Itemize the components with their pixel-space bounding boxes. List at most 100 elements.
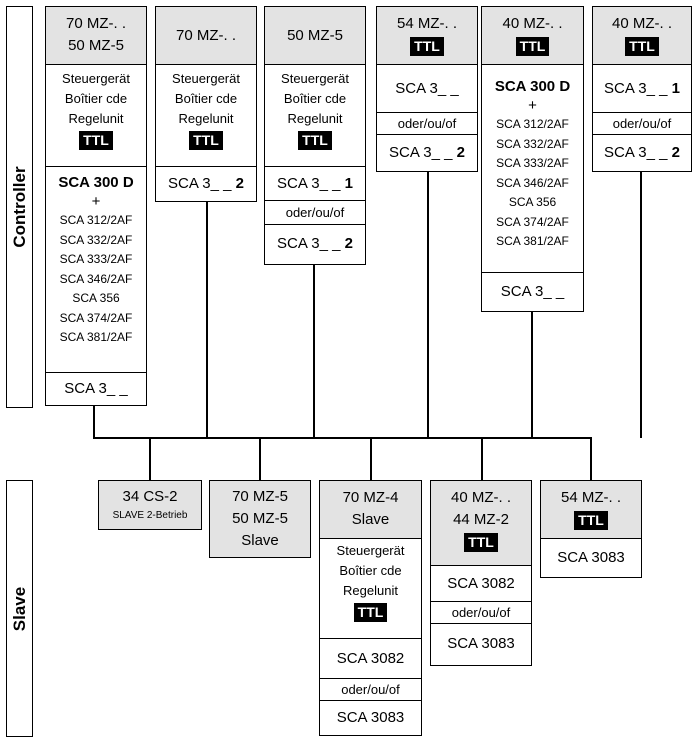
unit-label: Steuergerät: [62, 71, 130, 86]
controller-4-or: oder/ou/of: [377, 113, 477, 135]
controller-4-sca-2: SCA 3_ _ 2: [377, 135, 477, 171]
slave-4-header: 40 MZ-. . 44 MZ-2 TTL: [431, 481, 531, 566]
drop-s5: [590, 438, 592, 481]
controller-1-footer: SCA 3_ _: [46, 373, 146, 405]
adapter-item: SCA 333/2AF: [496, 156, 569, 170]
adapter-item: SCA 356: [508, 195, 557, 209]
drop-c5: [531, 310, 533, 438]
ttl-badge: TTL: [625, 37, 659, 56]
or-label: oder/ou/of: [285, 205, 345, 220]
controller-5-header: 40 MZ-. . TTL: [482, 7, 583, 65]
slave-5-sca-a: SCA 3083: [541, 539, 641, 577]
adapter-item: SCA 312/2AF: [496, 117, 569, 131]
slave-3-header: 70 MZ-4 Slave: [320, 481, 421, 539]
or-label: oder/ou/of: [397, 116, 457, 131]
slave-3-unit: Steuergerät Boîtier cde Regelunit TTL: [320, 539, 421, 639]
ttl-badge: TTL: [464, 533, 498, 552]
plus-sign: +: [91, 193, 101, 210]
slave-3-model: 70 MZ-4: [342, 489, 399, 506]
sca-generic: SCA 3_ _: [395, 80, 459, 97]
adapter-item: SCA 346/2AF: [496, 175, 569, 190]
slave-5-model: 54 MZ-. .: [560, 489, 621, 506]
controller-2-unit: Steuergerät Boîtier cde Regelunit TTL: [156, 65, 256, 167]
plus-sign: +: [528, 97, 537, 114]
sca-300d-label: SCA 300 D: [58, 174, 134, 191]
ttl-badge: TTL: [515, 37, 550, 56]
controller-3-sca-1: SCA 3_ _ 1: [265, 167, 365, 201]
controller-4-header: 54 MZ-. . TTL: [377, 7, 477, 65]
controller-3-or: oder/ou/of: [265, 201, 365, 225]
sca-3083: SCA 3083: [557, 549, 625, 566]
ttl-badge: TTL: [298, 131, 332, 150]
slave-4-or: oder/ou/of: [431, 602, 531, 624]
controller-3-header: 50 MZ-5: [265, 7, 365, 65]
drop-c6: [640, 170, 642, 438]
adapter-item: SCA 381/2AF: [59, 330, 133, 344]
drop-c4: [427, 170, 429, 438]
slave-3-sca-a: SCA 3082: [320, 639, 421, 679]
slave-box-4: 40 MZ-. . 44 MZ-2 TTL SCA 3082 oder/ou/o…: [430, 480, 532, 666]
slave-4-model-a: 40 MZ-. .: [450, 489, 511, 506]
slave-2-model-b: 50 MZ-5: [232, 510, 288, 527]
controller-2-model: 70 MZ-. .: [175, 27, 236, 44]
controller-section-label: Controller: [6, 6, 33, 408]
slave-4-model-b: 44 MZ-2: [453, 511, 509, 528]
or-label: oder/ou/of: [451, 605, 511, 620]
sca-prefix: SCA 3_ _: [604, 80, 672, 97]
unit-label: Boîtier cde: [174, 91, 238, 106]
drop-s3: [370, 438, 372, 481]
sca-suffix: 1: [344, 175, 353, 192]
adapter-item: SCA 374/2AF: [496, 214, 569, 229]
adapter-item: SCA 332/2AF: [59, 232, 133, 247]
adapter-item: SCA 333/2AF: [59, 252, 133, 266]
slave-2-header: 70 MZ-5 50 MZ-5 Slave: [210, 481, 310, 557]
unit-label: Steuergerät: [281, 71, 349, 86]
sca-prefix: SCA 3_ _: [604, 144, 672, 161]
controller-5-adapters: SCA 300 D + SCA 312/2AF SCA 332/2AF SCA …: [482, 65, 583, 273]
slave-1-mode: SLAVE 2-Betrieb: [112, 510, 188, 521]
controller-box-6: 40 MZ-. . TTL SCA 3_ _ 1 oder/ou/of SCA …: [592, 6, 692, 172]
ttl-badge: TTL: [410, 37, 444, 56]
unit-label: Regelunit: [178, 111, 234, 126]
controller-4-model: 54 MZ-. .: [396, 15, 457, 32]
slave-3-or: oder/ou/of: [320, 679, 421, 701]
sca-prefix: SCA 3_ _: [389, 144, 457, 161]
controller-1-model-a: 70 MZ-. .: [65, 15, 126, 32]
slave-box-3: 70 MZ-4 Slave Steuergerät Boîtier cde Re…: [319, 480, 422, 736]
ttl-badge: TTL: [189, 131, 223, 150]
sca-suffix: 2: [456, 144, 465, 161]
controller-6-sca-2: SCA 3_ _ 2: [593, 135, 691, 171]
slave-2-role: Slave: [241, 532, 279, 549]
slave-box-5: 54 MZ-. . TTL SCA 3083: [540, 480, 642, 578]
controller-1-header: 70 MZ-. . 50 MZ-5: [46, 7, 146, 65]
adapter-item: SCA 312/2AF: [59, 213, 133, 227]
adapter-item: SCA 332/2AF: [496, 136, 569, 151]
drop-s1: [149, 438, 151, 481]
ttl-badge: TTL: [79, 131, 113, 150]
controller-6-model: 40 MZ-. .: [611, 15, 672, 32]
slave-4-sca-a: SCA 3082: [431, 566, 531, 602]
or-label: oder/ou/of: [612, 116, 672, 131]
sca-300d-label: SCA 300 D: [494, 78, 571, 95]
controller-1-adapters: SCA 300 D + SCA 312/2AF SCA 332/2AF SCA …: [46, 167, 146, 373]
sca-suffix: 2: [344, 235, 353, 252]
sca-3083: SCA 3083: [447, 635, 515, 652]
unit-label: Boîtier cde: [64, 91, 128, 106]
slave-box-2: 70 MZ-5 50 MZ-5 Slave: [209, 480, 311, 558]
slave-3-sca-b: SCA 3083: [320, 701, 421, 735]
sca-generic: SCA 3_ _: [500, 283, 565, 300]
controller-3-model: 50 MZ-5: [287, 27, 343, 44]
sca-suffix: 1: [671, 80, 680, 97]
slave-section-label: Slave: [6, 480, 33, 737]
sca-3083: SCA 3083: [336, 709, 405, 726]
sca-3082: SCA 3082: [447, 575, 515, 592]
controller-1-model-b: 50 MZ-5: [68, 37, 124, 54]
controller-3-unit: Steuergerät Boîtier cde Regelunit TTL: [265, 65, 365, 167]
drop-c1: [93, 405, 95, 438]
sca-prefix: SCA 3_ _: [277, 235, 345, 252]
unit-label: Regelunit: [343, 583, 398, 598]
sca-prefix: SCA 3_ _: [168, 175, 236, 192]
sca-generic: SCA 3_ _: [64, 380, 128, 397]
adapter-item: SCA 356: [72, 291, 120, 305]
ttl-badge: TTL: [574, 511, 608, 530]
